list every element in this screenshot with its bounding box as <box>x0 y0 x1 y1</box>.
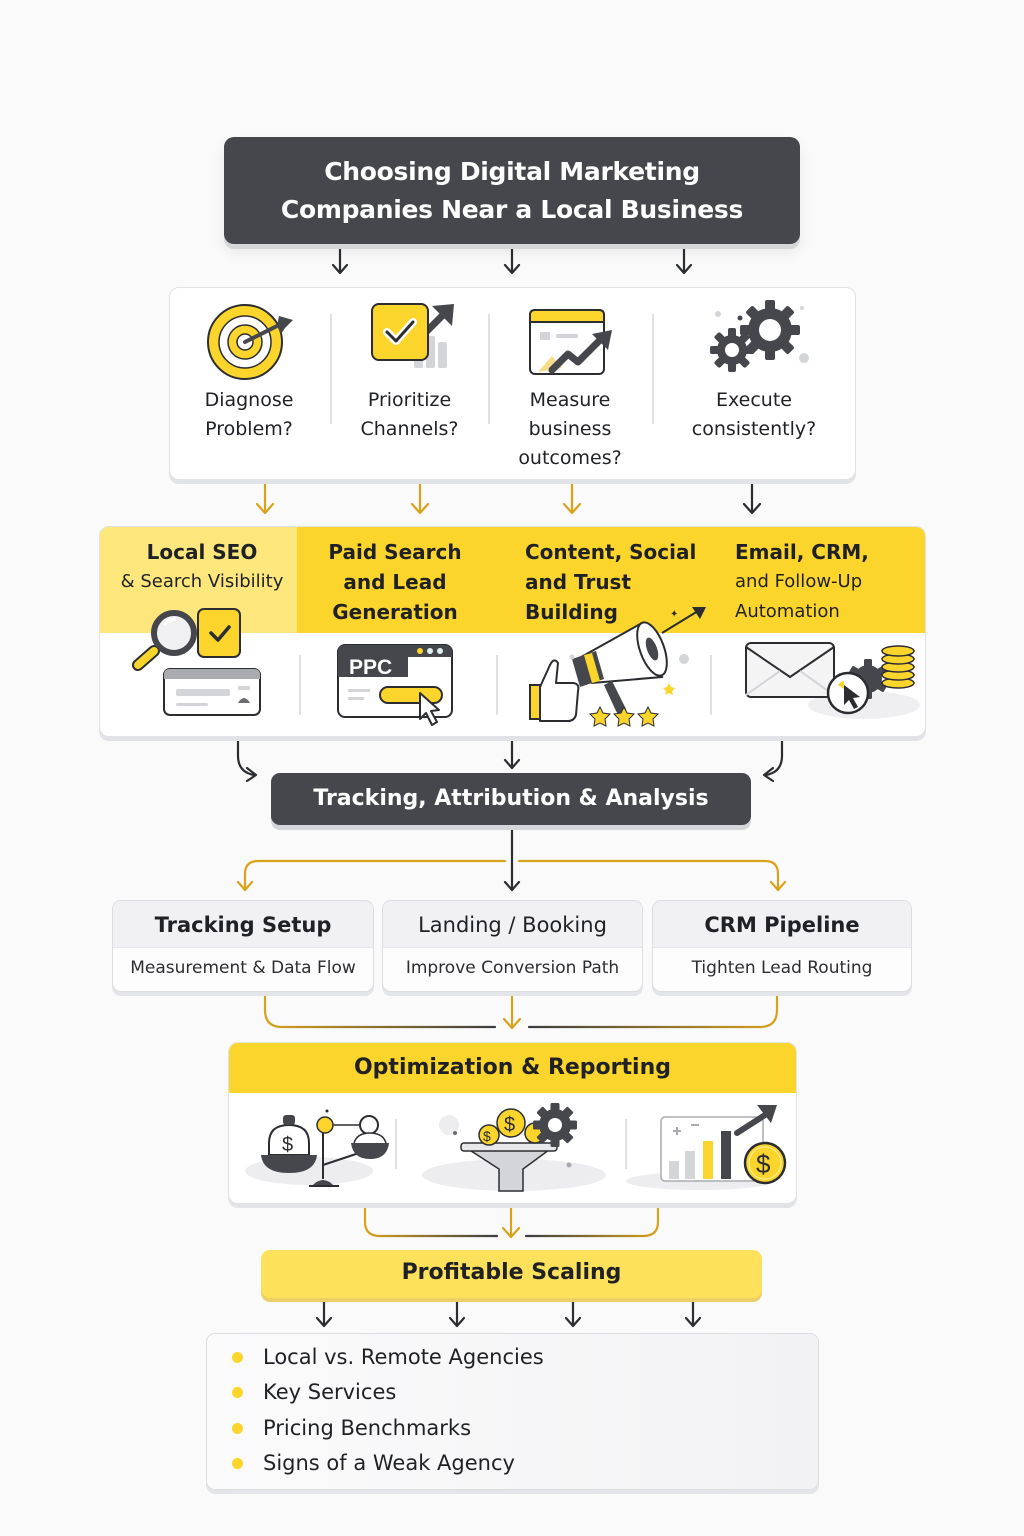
channel-email-title: Email, CRM, and Follow-Up Automation <box>735 540 869 622</box>
topics-list: Local vs. Remote Agencies Key Services P… <box>206 1333 819 1490</box>
svg-text:$: $ <box>756 1149 771 1179</box>
revenue-chart-icon: $ <box>626 1105 787 1190</box>
arrow-ch-right <box>762 738 784 783</box>
sub-step-landing-booking: Landing / Booking Improve Conversion Pat… <box>382 900 643 992</box>
arrow-opt-mid <box>501 1204 521 1239</box>
ppc-label: PPC <box>349 656 392 679</box>
sub-step-crm-pipeline: CRM Pipeline Tighten Lead Routing <box>652 900 912 992</box>
arrow-tr-left <box>236 859 507 892</box>
list-item: Pricing Benchmarks <box>232 1413 471 1443</box>
arrow-sc-3 <box>564 1297 582 1328</box>
sub-step-title: CRM Pipeline <box>653 901 911 947</box>
bullet-dot-icon <box>232 1458 243 1469</box>
list-item: Signs of a Weak Agency <box>232 1448 515 1478</box>
ppc-browser-icon: PPC <box>337 644 453 726</box>
email-crm-icon <box>745 642 920 719</box>
sub-step-title: Landing / Booking <box>383 901 642 947</box>
gears-icon <box>710 300 809 372</box>
svg-text:$: $ <box>282 1134 293 1156</box>
sub-step-description: Tighten Lead Routing <box>653 947 911 991</box>
divider <box>488 314 490 424</box>
arrow-sc-4 <box>684 1297 702 1328</box>
bullet-dot-icon <box>232 1387 243 1398</box>
svg-text:✦: ✦ <box>670 609 678 620</box>
dashboard-trend-icon <box>529 309 612 375</box>
divider <box>395 1119 397 1169</box>
divider <box>710 655 712 715</box>
list-item: Key Services <box>232 1377 396 1407</box>
sub-step-description: Improve Conversion Path <box>383 947 642 991</box>
main-title-box: Choosing Digital Marketing Companies Nea… <box>224 137 800 244</box>
svg-text:$: $ <box>483 1128 491 1144</box>
divider <box>299 655 301 715</box>
divider <box>652 314 654 424</box>
arrow-q-1 <box>255 479 275 515</box>
title-line-2: Companies Near a Local Business <box>280 194 744 224</box>
divider <box>330 314 332 424</box>
arrow-q-3 <box>562 479 582 515</box>
arrow-sc-1 <box>315 1297 333 1328</box>
arrow-sc-2 <box>448 1297 466 1328</box>
arrow-q-2 <box>410 479 430 515</box>
seo-magnifier-icon <box>132 608 261 716</box>
arrow-opt-right <box>524 1204 660 1238</box>
arrow-ch-mid <box>503 738 521 770</box>
bullet-dot-icon <box>232 1352 243 1363</box>
svg-text:$: $ <box>504 1114 515 1136</box>
megaphone-thumbs-up-icon: ✦ <box>529 607 706 727</box>
arrow-opt-left <box>363 1204 499 1238</box>
optimization-card: Optimization & Reporting $ $ $ <box>228 1042 797 1204</box>
divider <box>496 655 498 715</box>
arrow-sub-left <box>263 994 497 1029</box>
sub-step-title: Tracking Setup <box>113 901 373 947</box>
budget-scale-icon: $ <box>245 1109 389 1187</box>
channels-card: Local SEO & Search Visibility Paid Searc… <box>99 526 926 737</box>
channel-local-seo-title: Local SEO & Search Visibility <box>120 540 284 592</box>
title-line-1: Choosing Digital Marketing <box>324 156 700 186</box>
divider <box>625 1119 627 1169</box>
sub-step-description: Measurement & Data Flow <box>113 947 373 991</box>
arrow-ch-left <box>236 738 258 783</box>
arrow-title-3 <box>675 244 693 275</box>
tracking-attribution-box: Tracking, Attribution & Analysis <box>271 773 751 825</box>
optimization-title: Optimization & Reporting <box>229 1043 796 1093</box>
profitable-scaling-box: Profitable Scaling <box>261 1250 762 1298</box>
arrow-sub-right <box>527 994 779 1029</box>
arrow-title-1 <box>331 244 349 275</box>
arrow-tr-right <box>517 859 787 892</box>
arrow-q-4 <box>742 479 762 515</box>
target-dart-icon <box>207 304 293 380</box>
money-funnel-icon: $ $ <box>422 1103 606 1192</box>
bullet-dot-icon <box>232 1423 243 1434</box>
sub-step-tracking-setup: Tracking Setup Measurement & Data Flow <box>112 900 374 992</box>
arrow-tr-mid <box>503 826 521 892</box>
arrow-title-2 <box>503 244 521 275</box>
arrow-sub-mid <box>502 994 522 1030</box>
list-item: Local vs. Remote Agencies <box>232 1342 544 1372</box>
checkbox-growth-icon <box>370 303 454 368</box>
